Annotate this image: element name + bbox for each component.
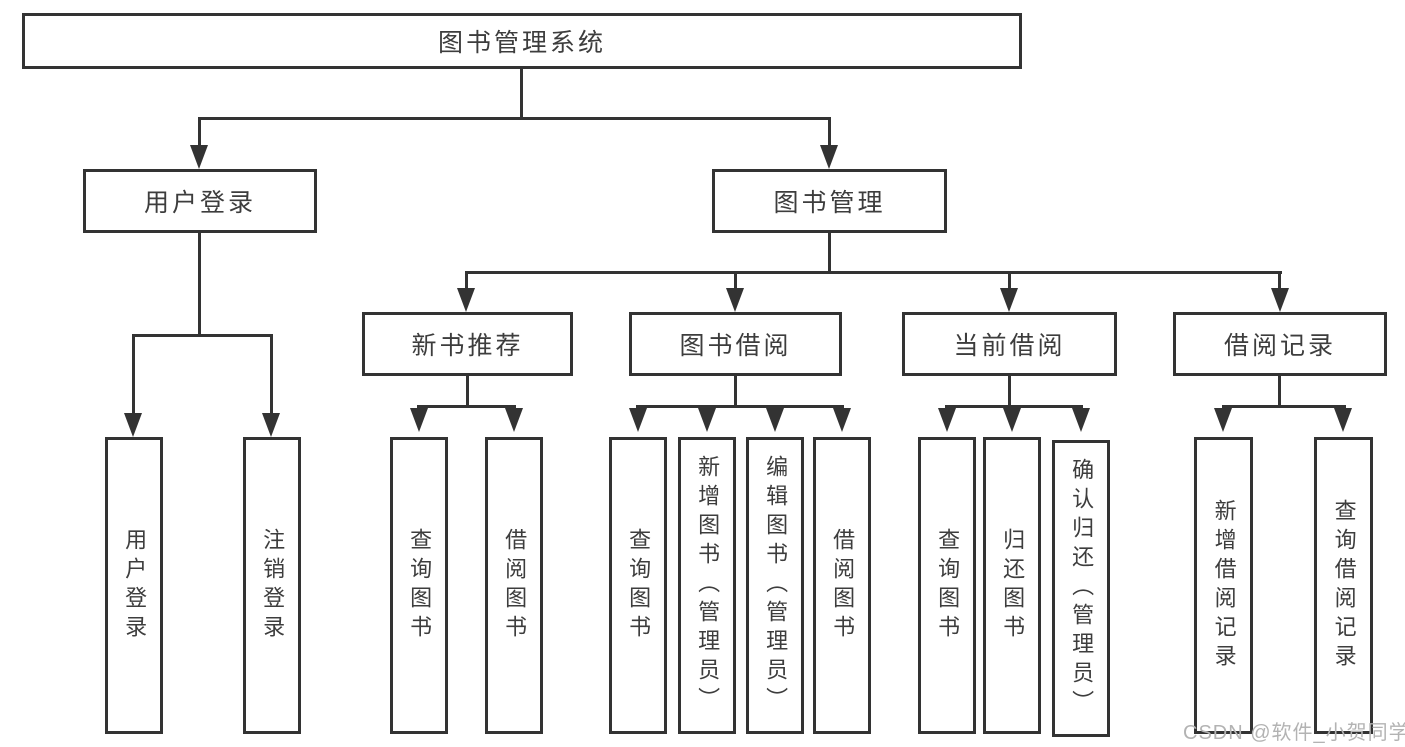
connector (520, 69, 523, 118)
connector (1008, 376, 1011, 405)
leaf-return-books: 归还图书 (983, 437, 1041, 734)
arrowhead-icon (629, 408, 647, 432)
arrowhead-icon (190, 145, 208, 169)
arrowhead-icon (938, 408, 956, 432)
arrowhead-icon (1271, 288, 1289, 312)
connector (734, 376, 737, 405)
connector (734, 271, 737, 288)
connector (465, 271, 1282, 274)
node-user-login: 用户登录 (83, 169, 317, 233)
connector (132, 334, 135, 413)
node-label: 图书借阅 (679, 332, 792, 360)
node-current-borrowing: 当前借阅 (902, 312, 1117, 376)
leaf-query-books-recommend: 查询图书 (390, 437, 448, 734)
node-label: 用户登录 (143, 189, 256, 217)
arrowhead-icon (1072, 408, 1090, 432)
node-label: 查询图书 (626, 527, 652, 644)
node-label: 注销登录 (260, 527, 286, 644)
arrowhead-icon (1214, 408, 1232, 432)
node-book-management: 图书管理 (712, 169, 947, 233)
node-label: 新增借阅记录 (1211, 498, 1237, 673)
node-label: 图书管理 (773, 189, 886, 217)
node-label: 借阅记录 (1223, 332, 1336, 360)
csdn-watermark: CSDN @软件_小贺同学 (1183, 722, 1405, 744)
node-book-borrowing: 图书借阅 (629, 312, 842, 376)
node-label: 图书管理系统 (437, 29, 606, 57)
connector (466, 376, 469, 405)
node-label: 查询借阅记录 (1331, 498, 1357, 673)
leaf-borrow-books-recommend: 借阅图书 (485, 437, 543, 734)
arrowhead-icon (457, 288, 475, 312)
connector (1278, 376, 1281, 405)
leaf-query-borrow-record: 查询借阅记录 (1314, 437, 1373, 734)
leaf-user-login: 用户登录 (105, 437, 163, 734)
node-label: 当前借阅 (953, 332, 1066, 360)
arrowhead-icon (820, 145, 838, 169)
arrowhead-icon (726, 288, 744, 312)
connector (465, 271, 468, 288)
node-label: 归还图书 (1000, 527, 1026, 644)
arrowhead-icon (262, 413, 280, 437)
leaf-logout: 注销登录 (243, 437, 301, 734)
connector (828, 233, 831, 273)
connector (198, 117, 831, 120)
leaf-borrow-books-borrowing: 借阅图书 (813, 437, 871, 734)
connector (1008, 271, 1011, 288)
connector (1222, 405, 1346, 408)
node-label: 确认归还（管理员） (1069, 458, 1095, 719)
node-label: 查询图书 (407, 527, 433, 644)
leaf-confirm-return-admin: 确认归还（管理员） (1052, 440, 1110, 737)
node-label: 借阅图书 (502, 527, 528, 644)
node-label: 借阅图书 (830, 527, 856, 644)
node-new-book-recommendation: 新书推荐 (362, 312, 573, 376)
connector (417, 405, 516, 408)
node-borrowing-records: 借阅记录 (1173, 312, 1387, 376)
connector (1278, 271, 1281, 288)
leaf-add-borrow-record: 新增借阅记录 (1194, 437, 1253, 734)
connector (828, 117, 831, 147)
arrowhead-icon (766, 408, 784, 432)
connector (198, 233, 201, 336)
arrowhead-icon (410, 408, 428, 432)
leaf-query-books-current: 查询图书 (918, 437, 976, 734)
node-label: 新书推荐 (411, 332, 524, 360)
arrowhead-icon (833, 408, 851, 432)
connector (270, 334, 273, 413)
leaf-edit-books-admin: 编辑图书（管理员） (746, 437, 804, 734)
connector (132, 334, 273, 337)
node-label: 查询图书 (935, 527, 961, 644)
node-label: 新增图书（管理员） (695, 455, 721, 716)
arrowhead-icon (1334, 408, 1352, 432)
connector (945, 405, 1083, 408)
arrowhead-icon (505, 408, 523, 432)
arrowhead-icon (1003, 408, 1021, 432)
leaf-add-books-admin: 新增图书（管理员） (678, 437, 736, 734)
node-library-management-system: 图书管理系统 (22, 13, 1022, 69)
arrowhead-icon (698, 408, 716, 432)
node-label: 用户登录 (122, 527, 148, 644)
connector (198, 117, 201, 147)
node-label: 编辑图书（管理员） (763, 455, 789, 716)
connector (636, 405, 844, 408)
arrowhead-icon (1000, 288, 1018, 312)
leaf-query-books-borrowing: 查询图书 (609, 437, 667, 734)
arrowhead-icon (124, 413, 142, 437)
